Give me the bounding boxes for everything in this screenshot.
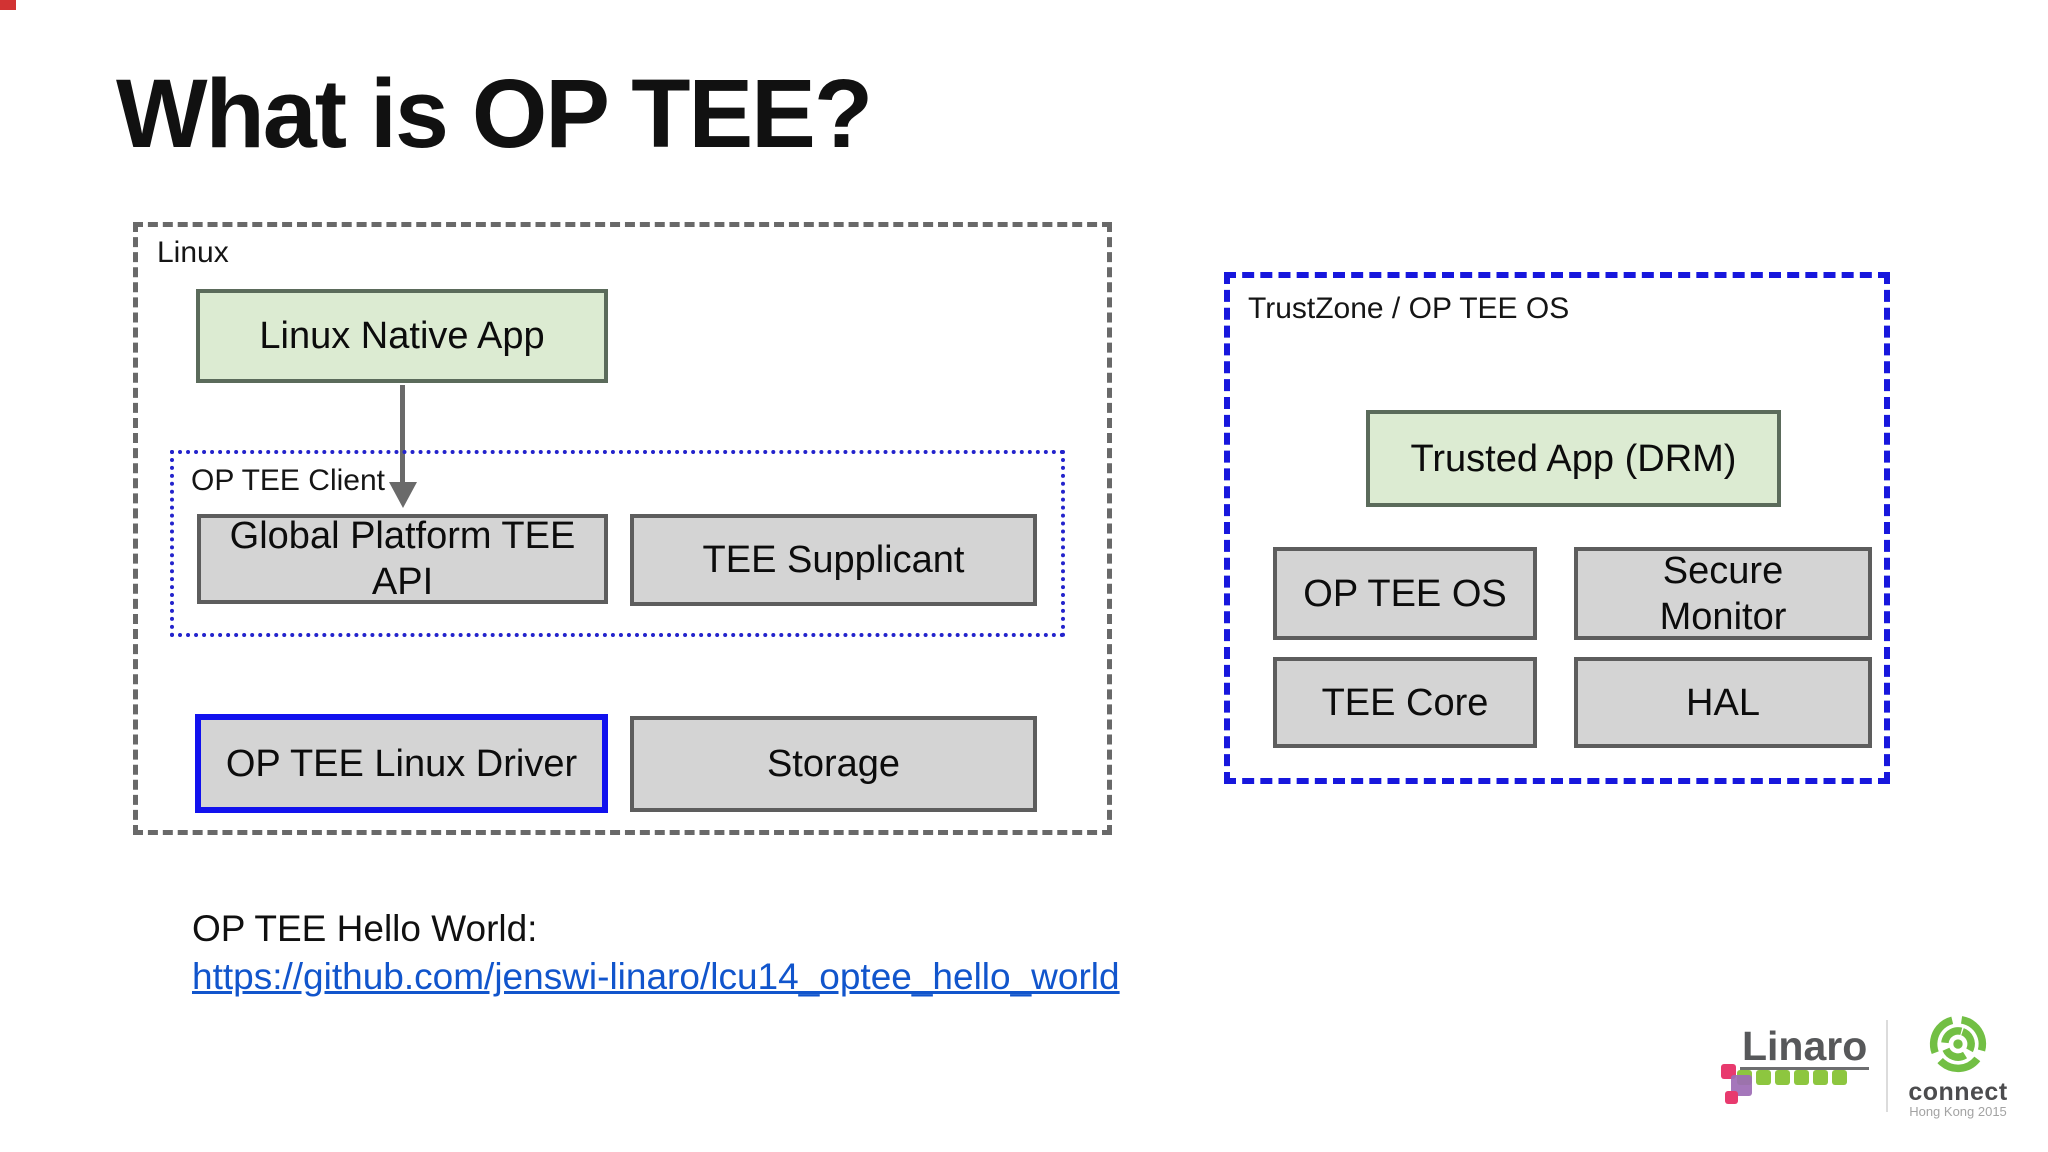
connect-event-label: Hong Kong 2015 [1909,1104,2007,1119]
brand-divider [1886,1020,1888,1112]
linux-native-app-box: Linux Native App [196,289,608,383]
connect-label: connect [1908,1078,2008,1106]
storage-box: Storage [630,716,1037,812]
native-app-to-api-arrow-line [400,385,405,485]
tee-core-box: TEE Core [1273,657,1537,748]
slide-title: What is OP TEE? [116,59,873,168]
trusted-app-drm-box: Trusted App (DRM) [1366,410,1781,507]
optee-client-group-label: OP TEE Client [191,464,385,497]
linaro-pink-square-small-icon [1725,1091,1738,1104]
tee-supplicant-box: TEE Supplicant [630,514,1037,606]
linaro-logo: Linaro [1740,1023,1870,1070]
secure-monitor-box: Secure Monitor [1574,547,1872,640]
global-platform-tee-api-box: Global Platform TEE API [197,514,608,604]
optee-os-box: OP TEE OS [1273,547,1537,640]
trustzone-group-label: TrustZone / OP TEE OS [1248,292,1570,325]
arrow-down-icon [389,482,417,508]
hal-box: HAL [1574,657,1872,748]
hello-world-label: OP TEE Hello World: [192,908,538,949]
corner-red-mark [0,0,16,10]
linaro-purple-square-icon [1731,1075,1752,1096]
trustzone-group-frame [1224,272,1890,784]
linaro-squares-icon [1737,1070,1847,1085]
github-link[interactable]: https://github.com/jenswi-linaro/lcu14_o… [192,956,1120,997]
linux-group-label: Linux [157,236,229,269]
linux-group-frame [133,222,1112,835]
optee-client-group-frame [170,450,1065,637]
connect-swirl-icon [1929,1015,1987,1073]
optee-linux-driver-box: OP TEE Linux Driver [195,714,608,813]
